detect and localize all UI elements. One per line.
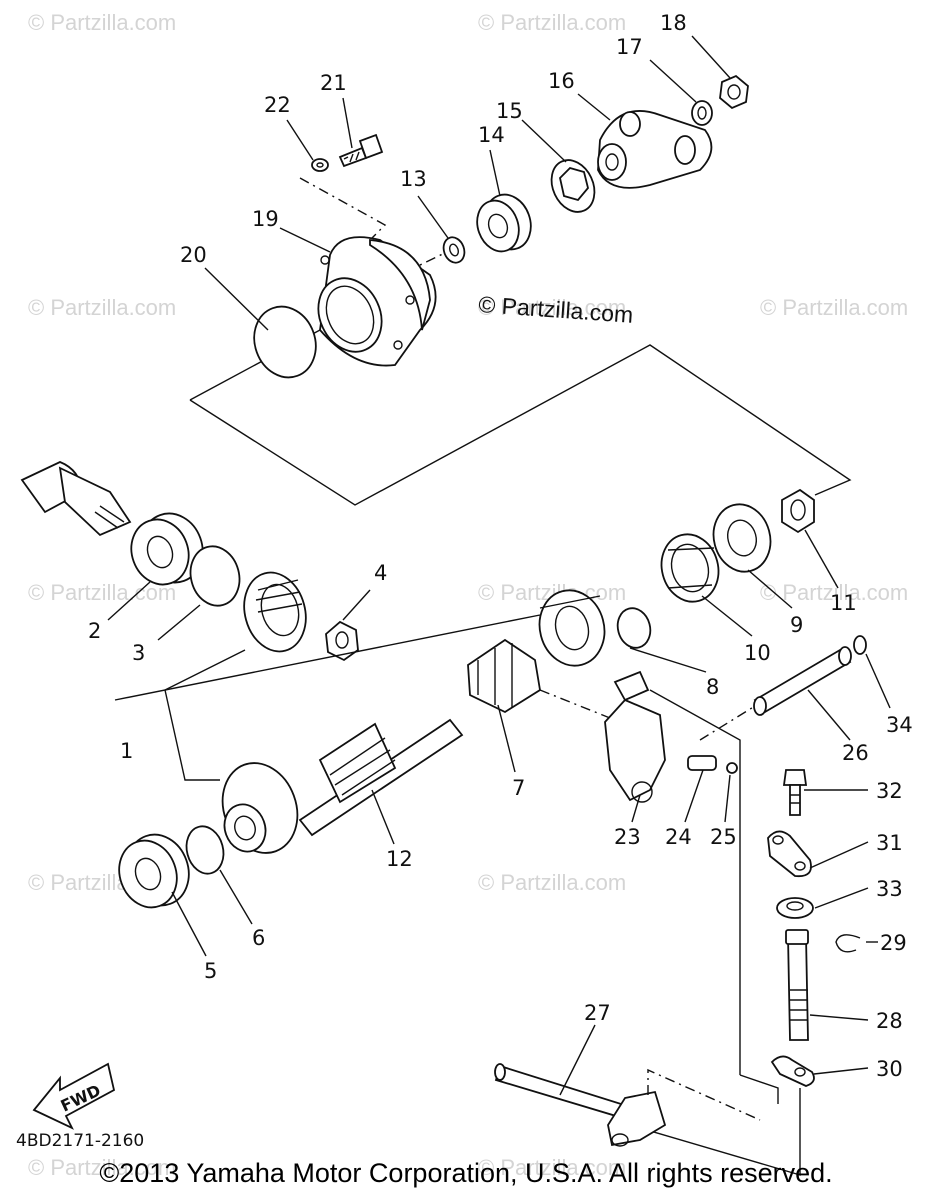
watermark: © Partzilla.com — [478, 10, 626, 35]
part-23-fork — [604, 670, 666, 803]
watermark: © Partzilla.com — [28, 295, 176, 320]
callout-26: 26 — [842, 741, 869, 765]
part-4-nut — [325, 620, 359, 662]
part-22-washer — [311, 158, 329, 172]
callout-9: 9 — [790, 613, 803, 637]
part-18-nut — [719, 74, 749, 110]
callout-8: 8 — [706, 675, 719, 699]
watermark: © Partzilla.com — [28, 10, 176, 35]
part-3-shim — [189, 545, 241, 607]
callout-24: 24 — [665, 825, 692, 849]
part-12-shaft — [298, 718, 464, 837]
diagram-code: 4BD2171-2160 — [16, 1131, 144, 1151]
part-27-lever — [494, 1063, 667, 1147]
outline-line — [649, 689, 741, 1075]
part-11-nut — [781, 488, 815, 534]
part-20-gasket — [253, 305, 317, 379]
callout-1: 1 — [120, 739, 133, 763]
callout-29: 29 — [880, 931, 907, 955]
callout-5: 5 — [204, 959, 217, 983]
part-5-bearing — [118, 833, 190, 909]
callout-11: 11 — [830, 591, 857, 615]
callout-30: 30 — [876, 1057, 903, 1081]
callout-25: 25 — [710, 825, 737, 849]
part-shaft-input — [20, 461, 132, 537]
callout-4: 4 — [374, 561, 387, 585]
callout-27: 27 — [584, 1001, 611, 1025]
callout-23: 23 — [614, 825, 641, 849]
callout-22: 22 — [264, 93, 291, 117]
watermark-layer: © Partzilla.com © Partzilla.com © Partzi… — [28, 10, 908, 1180]
callout-21: 21 — [320, 71, 347, 95]
part-19-cover — [317, 236, 437, 367]
outline-line — [164, 689, 220, 781]
leader-dash — [299, 177, 387, 239]
callout-33: 33 — [876, 877, 903, 901]
part-21-bolt — [338, 133, 384, 168]
fwd-arrow-icon: FWD — [32, 1062, 116, 1130]
callout-2: 2 — [88, 619, 101, 643]
callout-10: 10 — [744, 641, 771, 665]
callout-18: 18 — [660, 11, 687, 35]
callout-31: 31 — [876, 831, 903, 855]
callout-32: 32 — [876, 779, 903, 803]
leader-dash — [647, 1068, 761, 1121]
copyright-notice: ©2013 Yamaha Motor Corporation, U.S.A. A… — [99, 1158, 833, 1188]
part-30-lever — [770, 1055, 815, 1087]
callout-labels: 1 2 3 4 5 6 7 8 9 10 11 12 13 14 15 16 1… — [88, 11, 913, 1081]
outline-line — [164, 649, 246, 691]
watermark: © Partzilla.com — [28, 580, 176, 605]
part-13-washer — [442, 236, 466, 264]
part-29-clip — [835, 934, 861, 953]
callout-3: 3 — [132, 641, 145, 665]
part-33-bushing — [776, 897, 814, 919]
part-1-gear — [243, 571, 307, 653]
part-25-ball — [726, 762, 738, 774]
watermark: © Partzilla.com — [28, 1155, 176, 1180]
callout-6: 6 — [252, 926, 265, 950]
part-8-shim — [616, 607, 652, 649]
callout-13: 13 — [400, 167, 427, 191]
outline-line — [189, 344, 852, 506]
callout-15: 15 — [496, 99, 523, 123]
callout-19: 19 — [252, 207, 279, 231]
part-9-bearing — [712, 503, 772, 573]
callout-17: 17 — [616, 35, 643, 59]
callout-7: 7 — [512, 776, 525, 800]
outline-line — [739, 1074, 779, 1104]
leader-line — [114, 614, 541, 701]
part-pinion-gear — [221, 762, 299, 854]
watermark: © Partzilla.com — [478, 870, 626, 895]
part-17-washer — [691, 100, 713, 126]
outline-line — [629, 1088, 801, 1176]
part-16-yoke — [597, 110, 713, 189]
watermark: © Partzilla.com — [478, 295, 626, 320]
callout-28: 28 — [876, 1009, 903, 1033]
part-15-seal — [550, 159, 596, 213]
leader-dash — [539, 689, 616, 721]
watermark: © Partzilla.com — [478, 1155, 626, 1180]
part-6-shim — [185, 825, 225, 875]
part-10-bearing — [660, 533, 720, 603]
callout-20: 20 — [180, 243, 207, 267]
part-28-shaft — [785, 929, 809, 1041]
callout-12: 12 — [386, 847, 413, 871]
part-14-bearing — [476, 193, 532, 253]
part-34-oring — [853, 635, 867, 655]
leader-lines — [107, 35, 891, 1096]
watermark: © Partzilla.com — [760, 295, 908, 320]
part-7-clutch — [467, 638, 541, 714]
part-32-bolt — [782, 769, 808, 816]
callout-34: 34 — [886, 713, 913, 737]
part-31-arm — [767, 830, 812, 878]
callout-14: 14 — [478, 123, 505, 147]
callout-16: 16 — [548, 69, 575, 93]
part-2-bearing — [130, 512, 204, 586]
part-26-rod — [753, 646, 852, 716]
leader-dash — [699, 705, 756, 741]
part-24-spring — [687, 755, 717, 771]
part-gear-right — [538, 589, 606, 667]
